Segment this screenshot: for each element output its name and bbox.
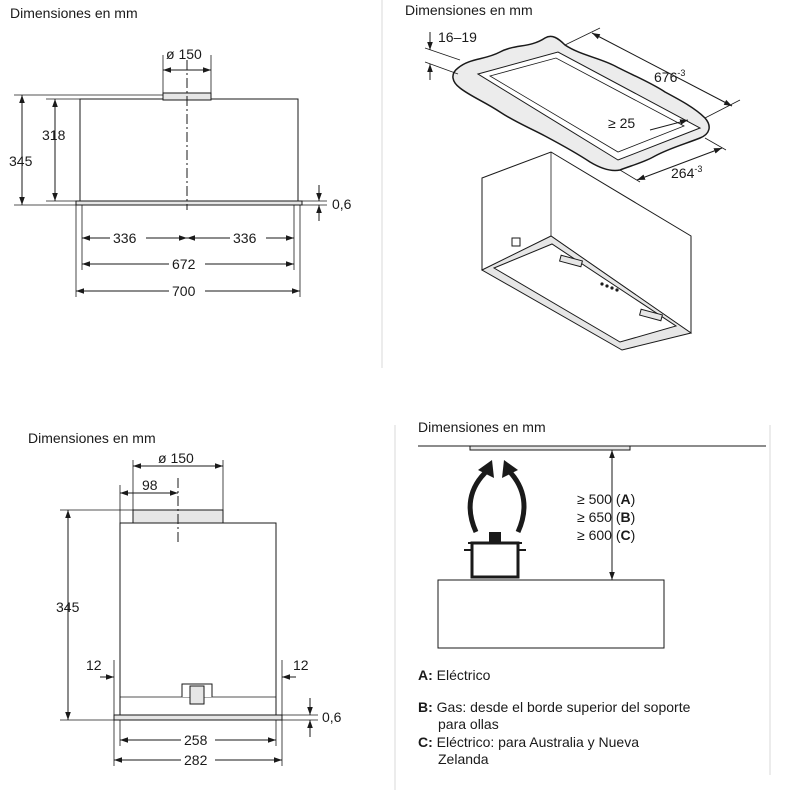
cutout-opening xyxy=(488,57,685,153)
legend-c-line1: C: Eléctrico: para Australia y Nueva xyxy=(418,734,639,750)
trim-panel-side xyxy=(113,714,283,721)
control-button-2 xyxy=(605,284,609,288)
duct-diameter-label: ø 150 xyxy=(166,46,202,62)
distance-a: ≥ 500 (A) xyxy=(577,491,635,507)
legend-b-line1: B: Gas: desde el borde superior del sopo… xyxy=(418,699,691,715)
installation-view: Dimensiones en mm 16–19 676-3 ≥ 25 264-3 xyxy=(405,2,741,351)
control-button-1 xyxy=(600,282,604,286)
installation-view-title: Dimensiones en mm xyxy=(405,2,533,18)
cabinet-depth-ext-top xyxy=(424,47,461,61)
legend: A: Eléctrico B: Gas: desde el borde supe… xyxy=(418,667,691,767)
cooktop-view: Dimensiones en mm ≥ 500 (A) ≥ 650 (B) ≥ … xyxy=(418,419,766,767)
height-total-label-side: 345 xyxy=(56,599,80,615)
cutout-depth-dim xyxy=(636,147,723,181)
kitchen-counter xyxy=(437,579,665,649)
duct-offset-label: 98 xyxy=(142,477,158,493)
half-left-label: 336 xyxy=(113,230,137,246)
hood-body-side xyxy=(119,522,277,716)
trim-label: 0,6 xyxy=(332,196,352,212)
cutout-width-label: 676-3 xyxy=(654,68,685,85)
side-view: Dimensiones en mm ø 150 98 345 12 12 xyxy=(28,430,342,768)
margin-left-label: 12 xyxy=(86,657,102,673)
distance-b: ≥ 650 (B) xyxy=(577,509,635,525)
side-view-title: Dimensiones en mm xyxy=(28,430,156,446)
steam-arrow-right xyxy=(506,468,527,534)
grease-filter-right xyxy=(638,308,664,322)
legend-c-line2: Zelanda xyxy=(438,751,489,767)
cutout-width-ext-b xyxy=(704,99,741,119)
front-view: Dimensiones en mm ø 150 345 318 0,6 xyxy=(9,5,352,299)
steam-arrow-left xyxy=(467,468,490,534)
pot-icon xyxy=(470,541,520,579)
distance-list: ≥ 500 (A) ≥ 650 (B) ≥ 600 (C) xyxy=(577,491,635,543)
hood-trim-cooktop xyxy=(469,445,631,451)
cooktop-view-title: Dimensiones en mm xyxy=(418,419,546,435)
width-inner-label: 672 xyxy=(172,256,196,272)
pot-lid-knob xyxy=(489,532,501,542)
side-fixing-bracket xyxy=(511,237,521,247)
cutout-width-ext-a xyxy=(564,27,601,46)
trim-label-side: 0,6 xyxy=(322,709,342,725)
grease-filter-left xyxy=(558,254,584,268)
steam-arrow-right-head xyxy=(502,460,518,478)
legend-b-line2: para ollas xyxy=(438,716,499,732)
hood-box-back xyxy=(481,151,692,334)
height-body-label: 318 xyxy=(42,127,66,143)
cabinet-depth-label: 16–19 xyxy=(438,29,477,45)
handle-tab xyxy=(189,685,205,705)
depth-outer-label: 282 xyxy=(184,752,208,768)
cabinet-inner-outline xyxy=(476,51,702,161)
cutout-width-dim xyxy=(591,32,733,107)
steam-arrow-left-head xyxy=(478,460,494,478)
front-view-title: Dimensiones en mm xyxy=(10,5,138,21)
margin-right-label: 12 xyxy=(293,657,309,673)
hood-filter-panel xyxy=(492,243,678,343)
distance-c: ≥ 600 (C) xyxy=(577,527,635,543)
depth-inner-label: 258 xyxy=(184,732,208,748)
edge-distance-label: ≥ 25 xyxy=(608,115,635,131)
hood-body-front xyxy=(79,98,299,202)
cutout-depth-ext-b xyxy=(704,137,727,151)
control-button-4 xyxy=(615,288,619,292)
cutout-depth-ext-a xyxy=(619,169,641,183)
edge-distance-arrow xyxy=(649,119,689,131)
duct-diameter-label-side: ø 150 xyxy=(158,450,194,466)
height-total-label: 345 xyxy=(9,153,33,169)
control-button-3 xyxy=(610,286,614,290)
cutout-depth-label: 264-3 xyxy=(671,164,702,181)
trim-panel-front xyxy=(75,200,303,206)
half-right-label: 336 xyxy=(233,230,257,246)
legend-a: A: Eléctrico xyxy=(418,667,491,683)
width-outer-label: 700 xyxy=(172,283,196,299)
